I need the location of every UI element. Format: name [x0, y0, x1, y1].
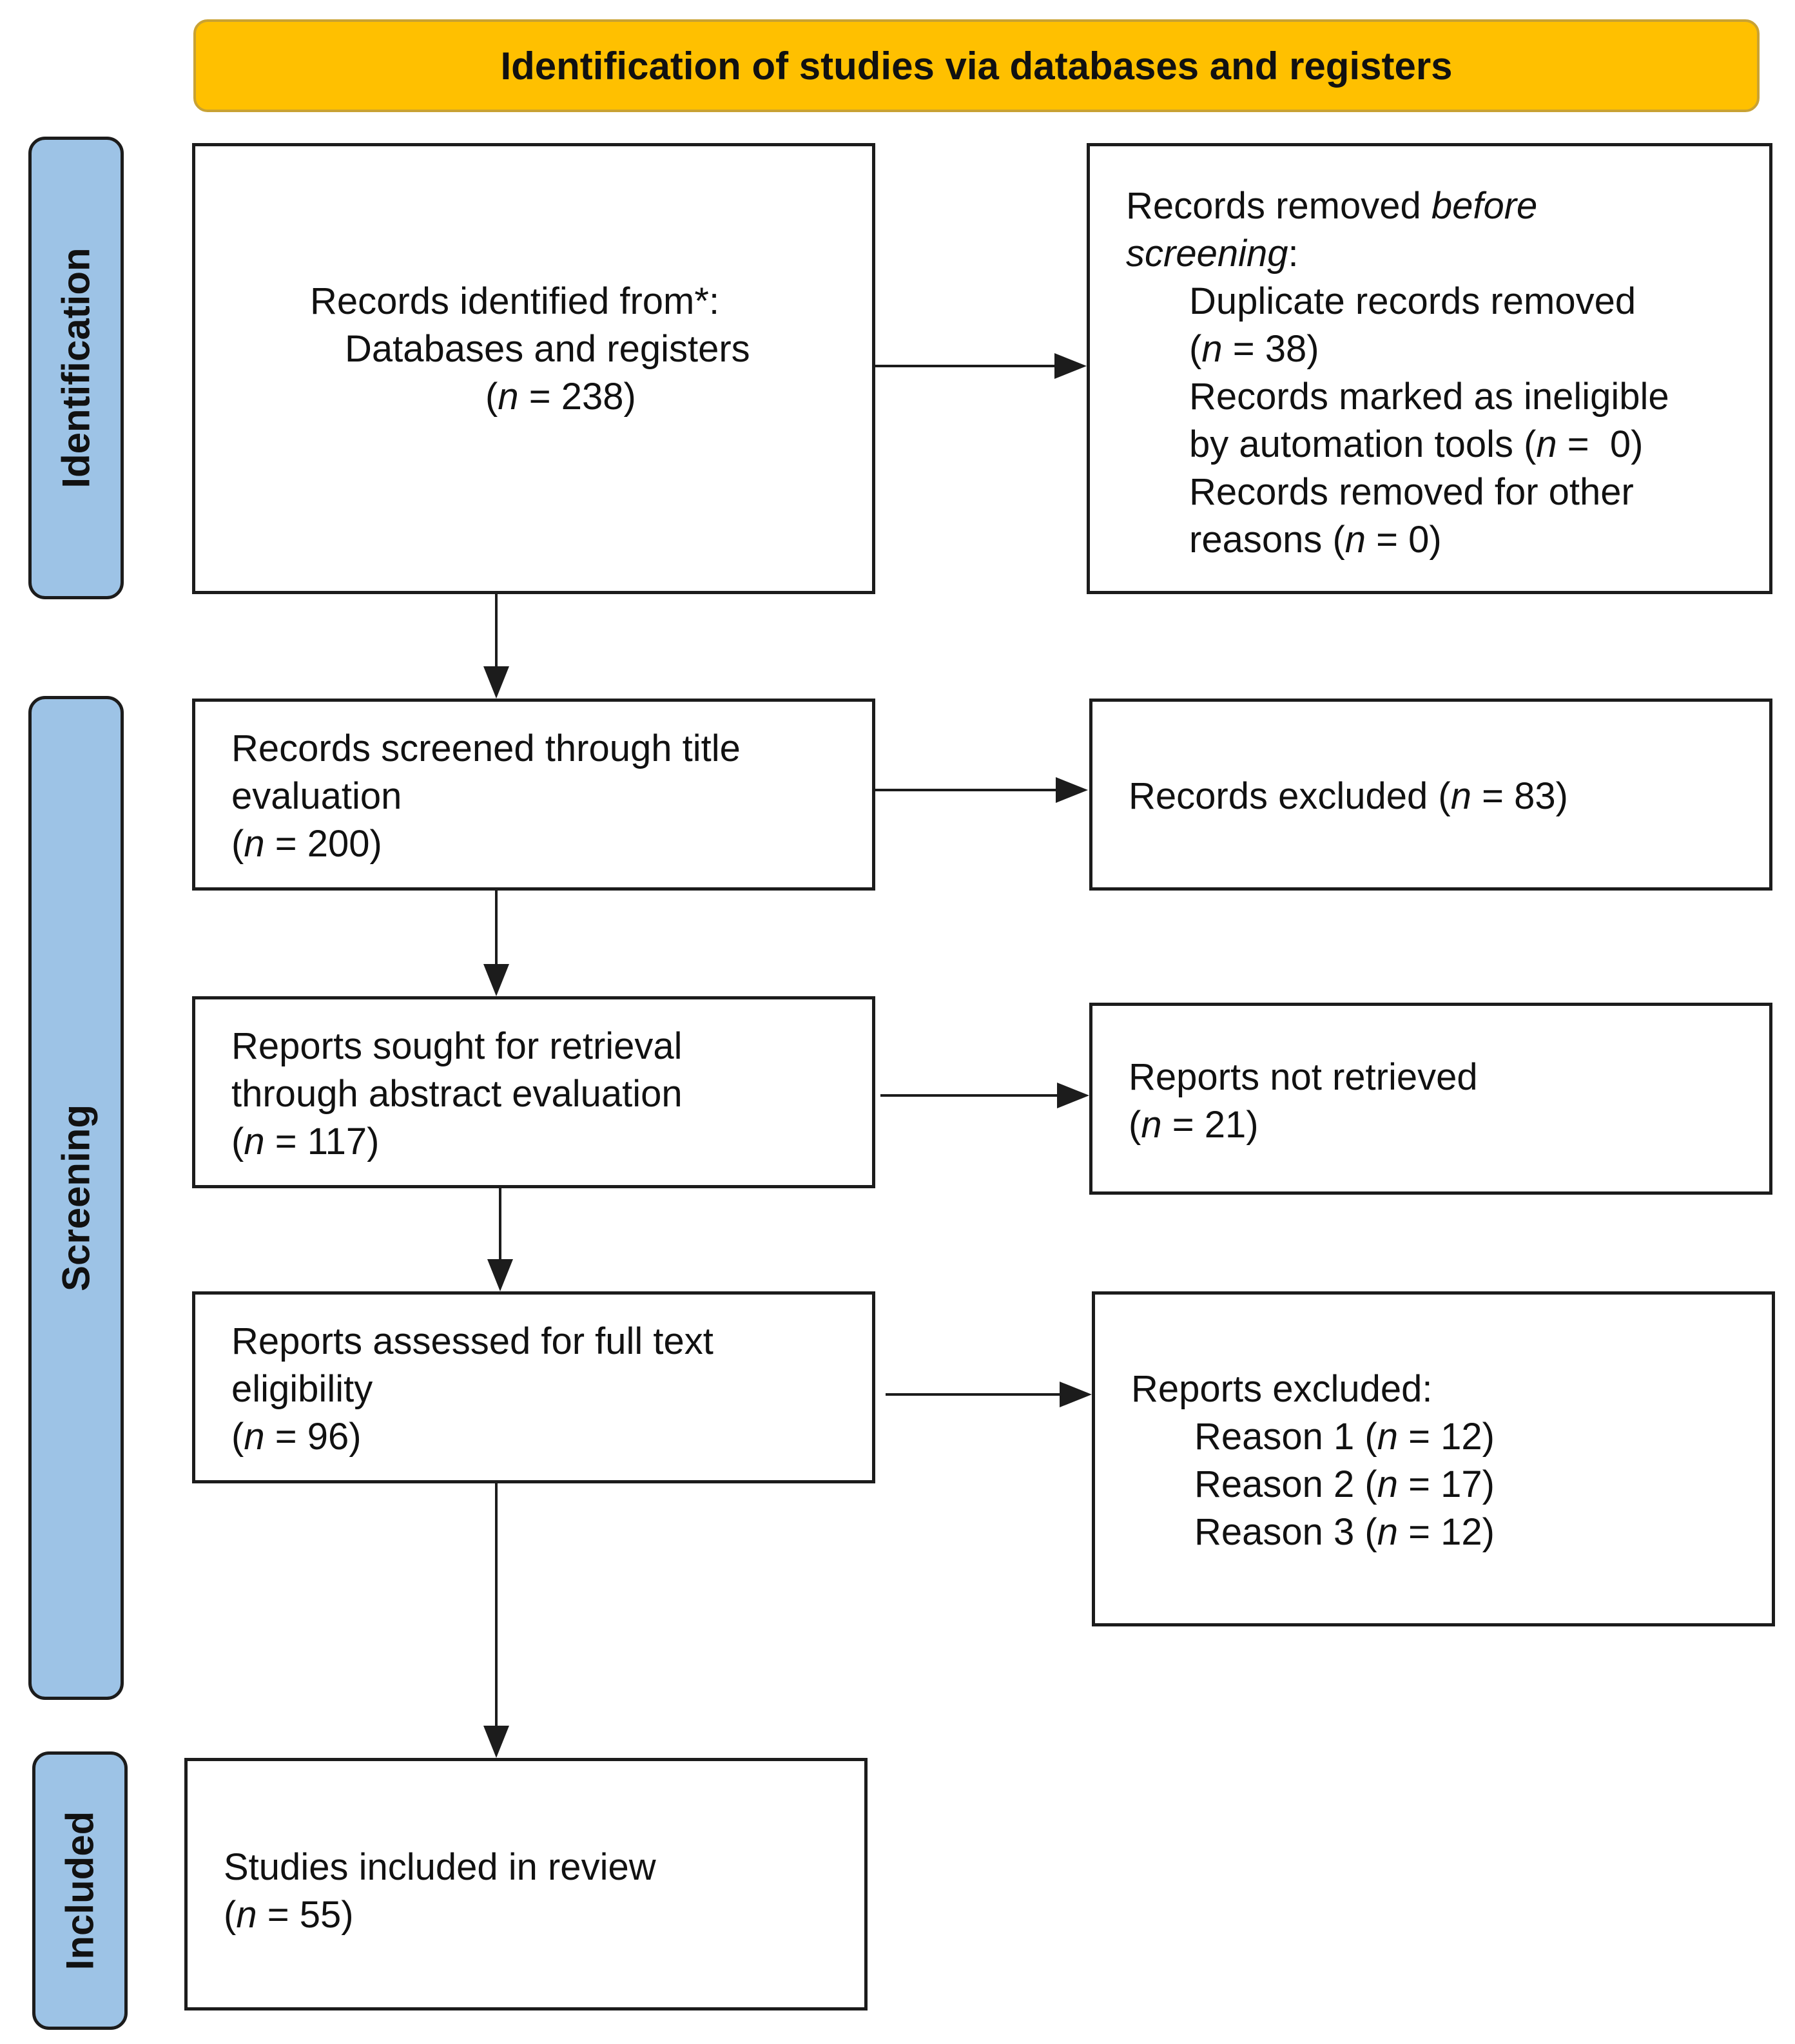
arrowhead-down-2 — [483, 964, 509, 996]
sought-line1: Reports sought for retrieval — [231, 1025, 683, 1067]
n-symbol: n — [498, 376, 519, 418]
n-symbol: n — [1344, 519, 1366, 561]
arrowhead-right-3 — [1057, 1083, 1089, 1108]
n-symbol: n — [1201, 328, 1223, 370]
reports-not-retrieved-box: Reports not retrieved (n = 21) — [1089, 1003, 1772, 1195]
reason-3-label: Reason 3 ( — [1194, 1511, 1377, 1553]
studies-included-box: Studies included in review (n = 55) — [184, 1758, 868, 2010]
header-title: Identification of studies via databases … — [500, 44, 1453, 88]
sought-line2: through abstract evaluation — [231, 1073, 683, 1115]
other-line2: reasons ( — [1189, 519, 1345, 561]
reports-sought-box: Reports sought for retrieval through abs… — [192, 996, 875, 1188]
included-label: Studies included in review — [224, 1846, 656, 1888]
n-symbol: n — [244, 1416, 265, 1458]
records-identified-box: Records identified from*: Databases and … — [192, 143, 875, 594]
n-symbol: n — [244, 1121, 265, 1162]
n-symbol: n — [1536, 423, 1557, 465]
other-count: 0 — [1408, 519, 1430, 561]
n-symbol: n — [236, 1894, 257, 1936]
reason-2-label: Reason 2 ( — [1194, 1463, 1377, 1505]
excluded-count: 83 — [1514, 775, 1556, 817]
included-count: 55 — [299, 1894, 342, 1936]
ineligible-line1: Records marked as ineligible — [1189, 376, 1669, 418]
arrowhead-down-4 — [483, 1726, 509, 1758]
phase-included: Included — [32, 1751, 128, 2030]
duplicate-count: 38 — [1265, 328, 1307, 370]
n-symbol: n — [1141, 1104, 1162, 1146]
ineligible-count: 0 — [1609, 423, 1631, 465]
identified-line2: Databases and registers — [345, 328, 750, 370]
reports-excluded-label: Reports excluded: — [1131, 1368, 1433, 1410]
ineligible-line2: by automation tools ( — [1189, 423, 1537, 465]
reports-excluded-box: Reports excluded: Reason 1 (n = 12) Reas… — [1092, 1291, 1775, 1626]
not-retrieved-count: 21 — [1204, 1104, 1247, 1146]
n-symbol: n — [244, 823, 265, 865]
reason-3-count: 12 — [1441, 1511, 1482, 1553]
other-line1: Records removed for other — [1189, 471, 1634, 513]
reason-1-count: 12 — [1441, 1416, 1482, 1458]
sought-count: 117 — [307, 1121, 367, 1162]
n-symbol: n — [1377, 1463, 1398, 1505]
removed-before: before — [1431, 185, 1538, 227]
screened-line2: evaluation — [231, 775, 402, 817]
removed-prefix: Records removed — [1126, 185, 1431, 227]
arrowhead-right-1 — [1054, 353, 1087, 379]
not-retrieved-label: Reports not retrieved — [1129, 1056, 1478, 1098]
header-banner: Identification of studies via databases … — [193, 19, 1760, 112]
arrowhead-down-3 — [487, 1259, 513, 1291]
records-removed-box: Records removed before screening: Duplic… — [1087, 143, 1772, 594]
records-excluded-box: Records excluded (n = 83) — [1089, 699, 1772, 891]
n-symbol: n — [1450, 775, 1471, 817]
records-screened-box: Records screened through title evaluatio… — [192, 699, 875, 891]
screened-line1: Records screened through title — [231, 728, 741, 769]
arrowhead-down-1 — [483, 666, 509, 699]
identified-line1: Records identified from*: — [310, 280, 720, 322]
arrowhead-right-4 — [1060, 1382, 1092, 1407]
duplicate-label: Duplicate records removed — [1189, 280, 1636, 322]
arrowhead-right-2 — [1056, 777, 1088, 803]
phase-identification: Identification — [28, 137, 124, 599]
excluded-label: Records excluded ( — [1129, 775, 1451, 817]
assessed-line2: eligibility — [231, 1368, 373, 1410]
removed-screening: screening — [1126, 233, 1288, 275]
n-symbol: n — [1377, 1511, 1398, 1553]
reason-1-label: Reason 1 ( — [1194, 1416, 1377, 1458]
assessed-line1: Reports assessed for full text — [231, 1320, 713, 1362]
n-symbol: n — [1377, 1416, 1398, 1458]
reports-assessed-box: Reports assessed for full text eligibili… — [192, 1291, 875, 1483]
phase-screening: Screening — [28, 696, 124, 1700]
screened-count: 200 — [307, 823, 370, 865]
assessed-count: 96 — [307, 1416, 349, 1458]
reason-2-count: 17 — [1441, 1463, 1482, 1505]
identified-count: 238 — [561, 376, 624, 418]
